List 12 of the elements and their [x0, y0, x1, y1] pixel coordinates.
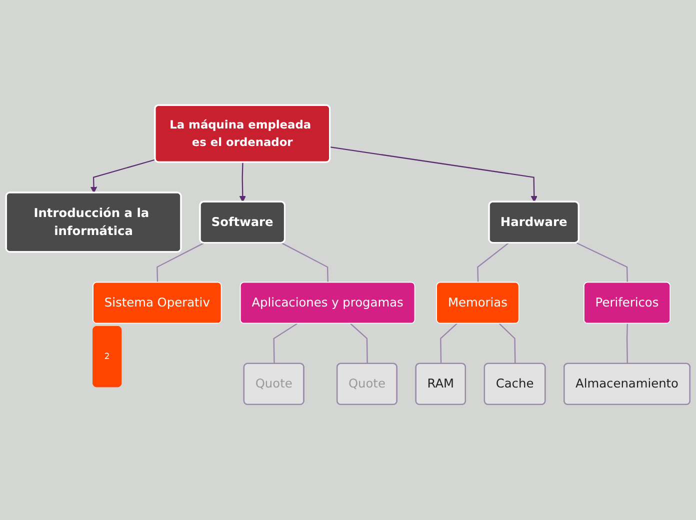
connector — [156, 242, 204, 284]
connector — [477, 243, 509, 284]
connector — [498, 324, 516, 364]
connector — [576, 242, 628, 284]
node-label: 2 — [104, 351, 110, 362]
connector — [350, 324, 368, 364]
arrow — [239, 162, 246, 203]
connector — [281, 242, 328, 284]
connector — [626, 324, 628, 364]
arrow — [330, 146, 538, 203]
arrow — [90, 159, 156, 194]
connector — [440, 324, 458, 364]
